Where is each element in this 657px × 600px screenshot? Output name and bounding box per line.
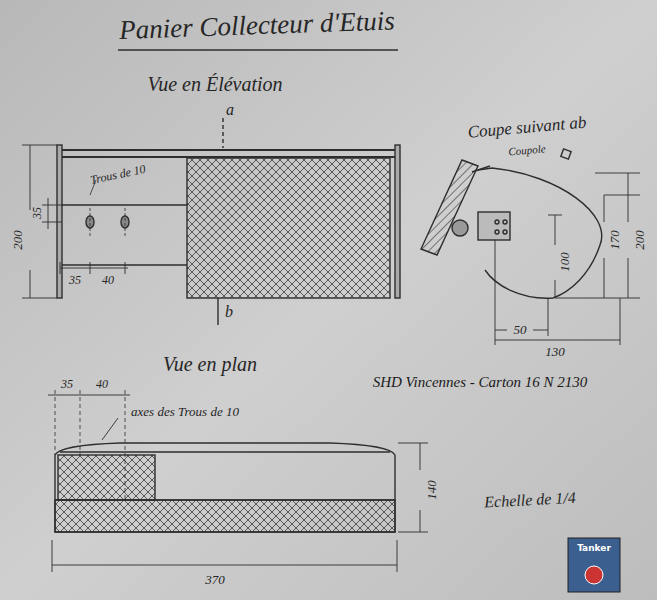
dimension: 40 xyxy=(96,378,108,391)
archive-reference: SHD Vincennes - Carton 16 N 2130 xyxy=(373,374,588,391)
view-title: Vue en Élévation xyxy=(147,73,282,95)
dimension: 35 xyxy=(31,207,44,219)
view-title: Vue en plan xyxy=(163,353,257,375)
dimension: 50 xyxy=(514,323,527,337)
logo-text: Tanker xyxy=(577,544,611,554)
dimension: 140 xyxy=(425,480,439,500)
dimension: 370 xyxy=(205,573,225,587)
section-mark: b xyxy=(225,303,233,321)
dimension: 100 xyxy=(558,252,572,272)
dimension: 200 xyxy=(11,230,25,250)
hole-note: axes des Trous de 10 xyxy=(131,405,239,419)
dimension: 170 xyxy=(608,230,622,250)
dimension: 35 xyxy=(61,378,73,391)
dimension: 40 xyxy=(102,274,114,287)
dimension: 200 xyxy=(633,230,647,250)
dimension: 35 xyxy=(69,274,81,287)
logo-badge xyxy=(568,538,620,592)
dimension: 130 xyxy=(545,345,565,359)
section-mark: a xyxy=(226,101,234,119)
